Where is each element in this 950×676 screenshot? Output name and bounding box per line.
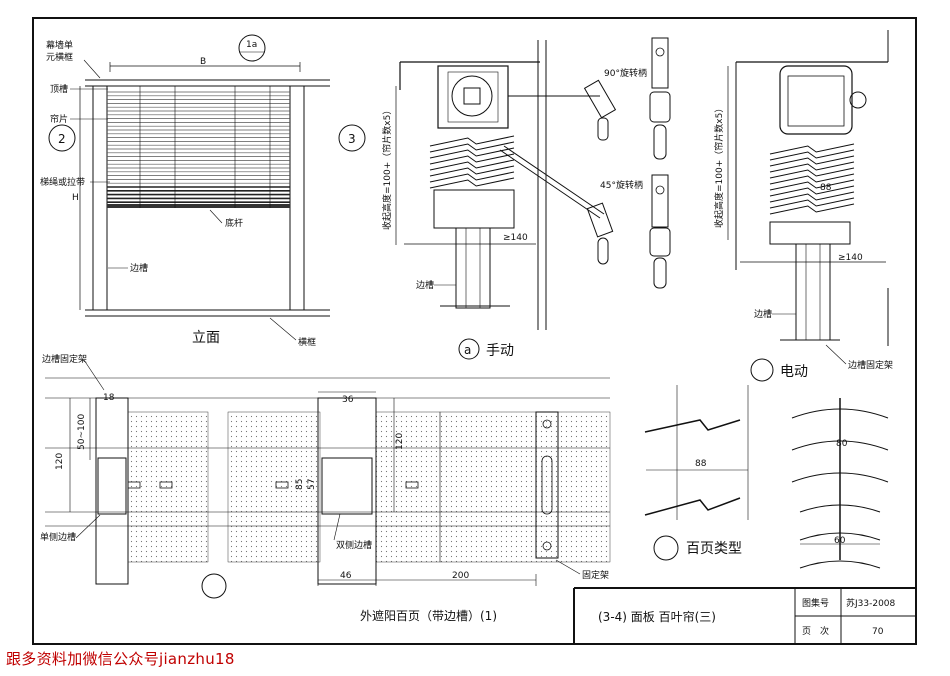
manual-title: 手动 (486, 343, 514, 359)
dim-b-label: B (200, 57, 206, 67)
label-double-track: 双侧边槽 (336, 539, 372, 551)
drawing-title: 外遮阳百页（带边槽）(1) (360, 608, 497, 623)
label-side-bracket: 边槽固定架 (42, 353, 87, 365)
electric-label-side-track: 边槽 (754, 308, 772, 320)
label-ladder: 梯绳或拉带 (40, 176, 85, 188)
section-title: (3-4) 面板 百叶帘(三) (598, 609, 716, 624)
track-section-detail: 边槽固定架 18 50~100 120 单侧边槽 36 85 57 双侧边槽 1… (40, 353, 611, 623)
page-value: 70 (872, 627, 884, 637)
dim-46: 46 (340, 571, 352, 581)
dim-18: 18 (103, 393, 115, 403)
elevation-title: 立面 (192, 330, 220, 346)
electric-label-side-bracket: 边槽固定架 (848, 359, 893, 371)
slat-stack (107, 91, 290, 203)
manual-section-view: 收起高度=100+（帘片数x5） ≥140 边槽 90°旋转柄 45°旋转柄 a… (381, 37, 671, 360)
label-top-slot: 顶槽 (50, 83, 68, 95)
title-block: (3-4) 面板 百叶帘(三) 图集号 苏J33-2008 页 次 70 (573, 587, 916, 644)
atlas-label: 图集号 (802, 597, 829, 609)
footer-notice: 跟多资料加微信公众号jianzhu18 (6, 650, 235, 668)
electric-slat-stack (769, 143, 855, 215)
type-dim-60: 60 (834, 536, 846, 546)
type-dim-80: 80 (836, 439, 848, 449)
dim-57: 57 (307, 479, 317, 490)
label-curtain-frame-2: 元横框 (46, 51, 73, 63)
manual-callout: a (464, 343, 471, 357)
dim-h-label: H (72, 193, 79, 203)
callout-2: 2 (58, 132, 66, 146)
dim-200: 200 (452, 571, 469, 581)
dim-120a: 120 (55, 453, 65, 470)
manual-rot90-label: 90°旋转柄 (604, 67, 647, 79)
label-single-track: 单侧边槽 (40, 531, 76, 543)
label-frame: 横框 (298, 336, 316, 348)
dim-36: 36 (342, 395, 354, 405)
electric-dim-88: 88 (820, 183, 832, 193)
callout-1a: 1a (246, 40, 257, 50)
manual-slat-stack (429, 135, 515, 189)
label-side-track: 边槽 (130, 262, 148, 274)
electric-section-view: 收起高度=100+（帘片数x5） 88 ≥140 边槽 边槽固定架 电动 (713, 30, 893, 382)
electric-stack-height: 收起高度=100+（帘片数x5） (713, 104, 725, 228)
dim-120b: 120 (395, 433, 405, 450)
type-dim-88: 88 (695, 459, 707, 469)
electric-dim-140: ≥140 (838, 253, 863, 263)
types-title: 百页类型 (686, 541, 742, 557)
dim-50-100: 50~100 (77, 414, 87, 450)
page-label: 页 次 (802, 625, 829, 637)
manual-label-side-track: 边槽 (416, 279, 434, 291)
slat-types: 88 80 60 百页类型 (644, 385, 889, 569)
atlas-value: 苏J33-2008 (846, 597, 896, 609)
dim-85: 85 (295, 479, 305, 490)
label-fixing-bracket: 固定架 (582, 569, 609, 581)
callout-3: 3 (348, 132, 356, 146)
label-slat: 帘片 (50, 113, 68, 125)
sheet-border (32, 17, 917, 645)
elevation-view: B H 幕墙单 元横框 顶槽 帘片 梯绳或拉带 底杆 边槽 横框 (40, 34, 366, 348)
manual-stack-height: 收起高度=100+（帘片数x5） (381, 106, 393, 230)
electric-title: 电动 (780, 364, 808, 380)
manual-rot45-label: 45°旋转柄 (600, 179, 643, 191)
manual-dim-140: ≥140 (503, 233, 528, 243)
label-bottom-rail: 底杆 (225, 217, 243, 229)
label-curtain-frame-1: 幕墙单 (46, 39, 73, 51)
